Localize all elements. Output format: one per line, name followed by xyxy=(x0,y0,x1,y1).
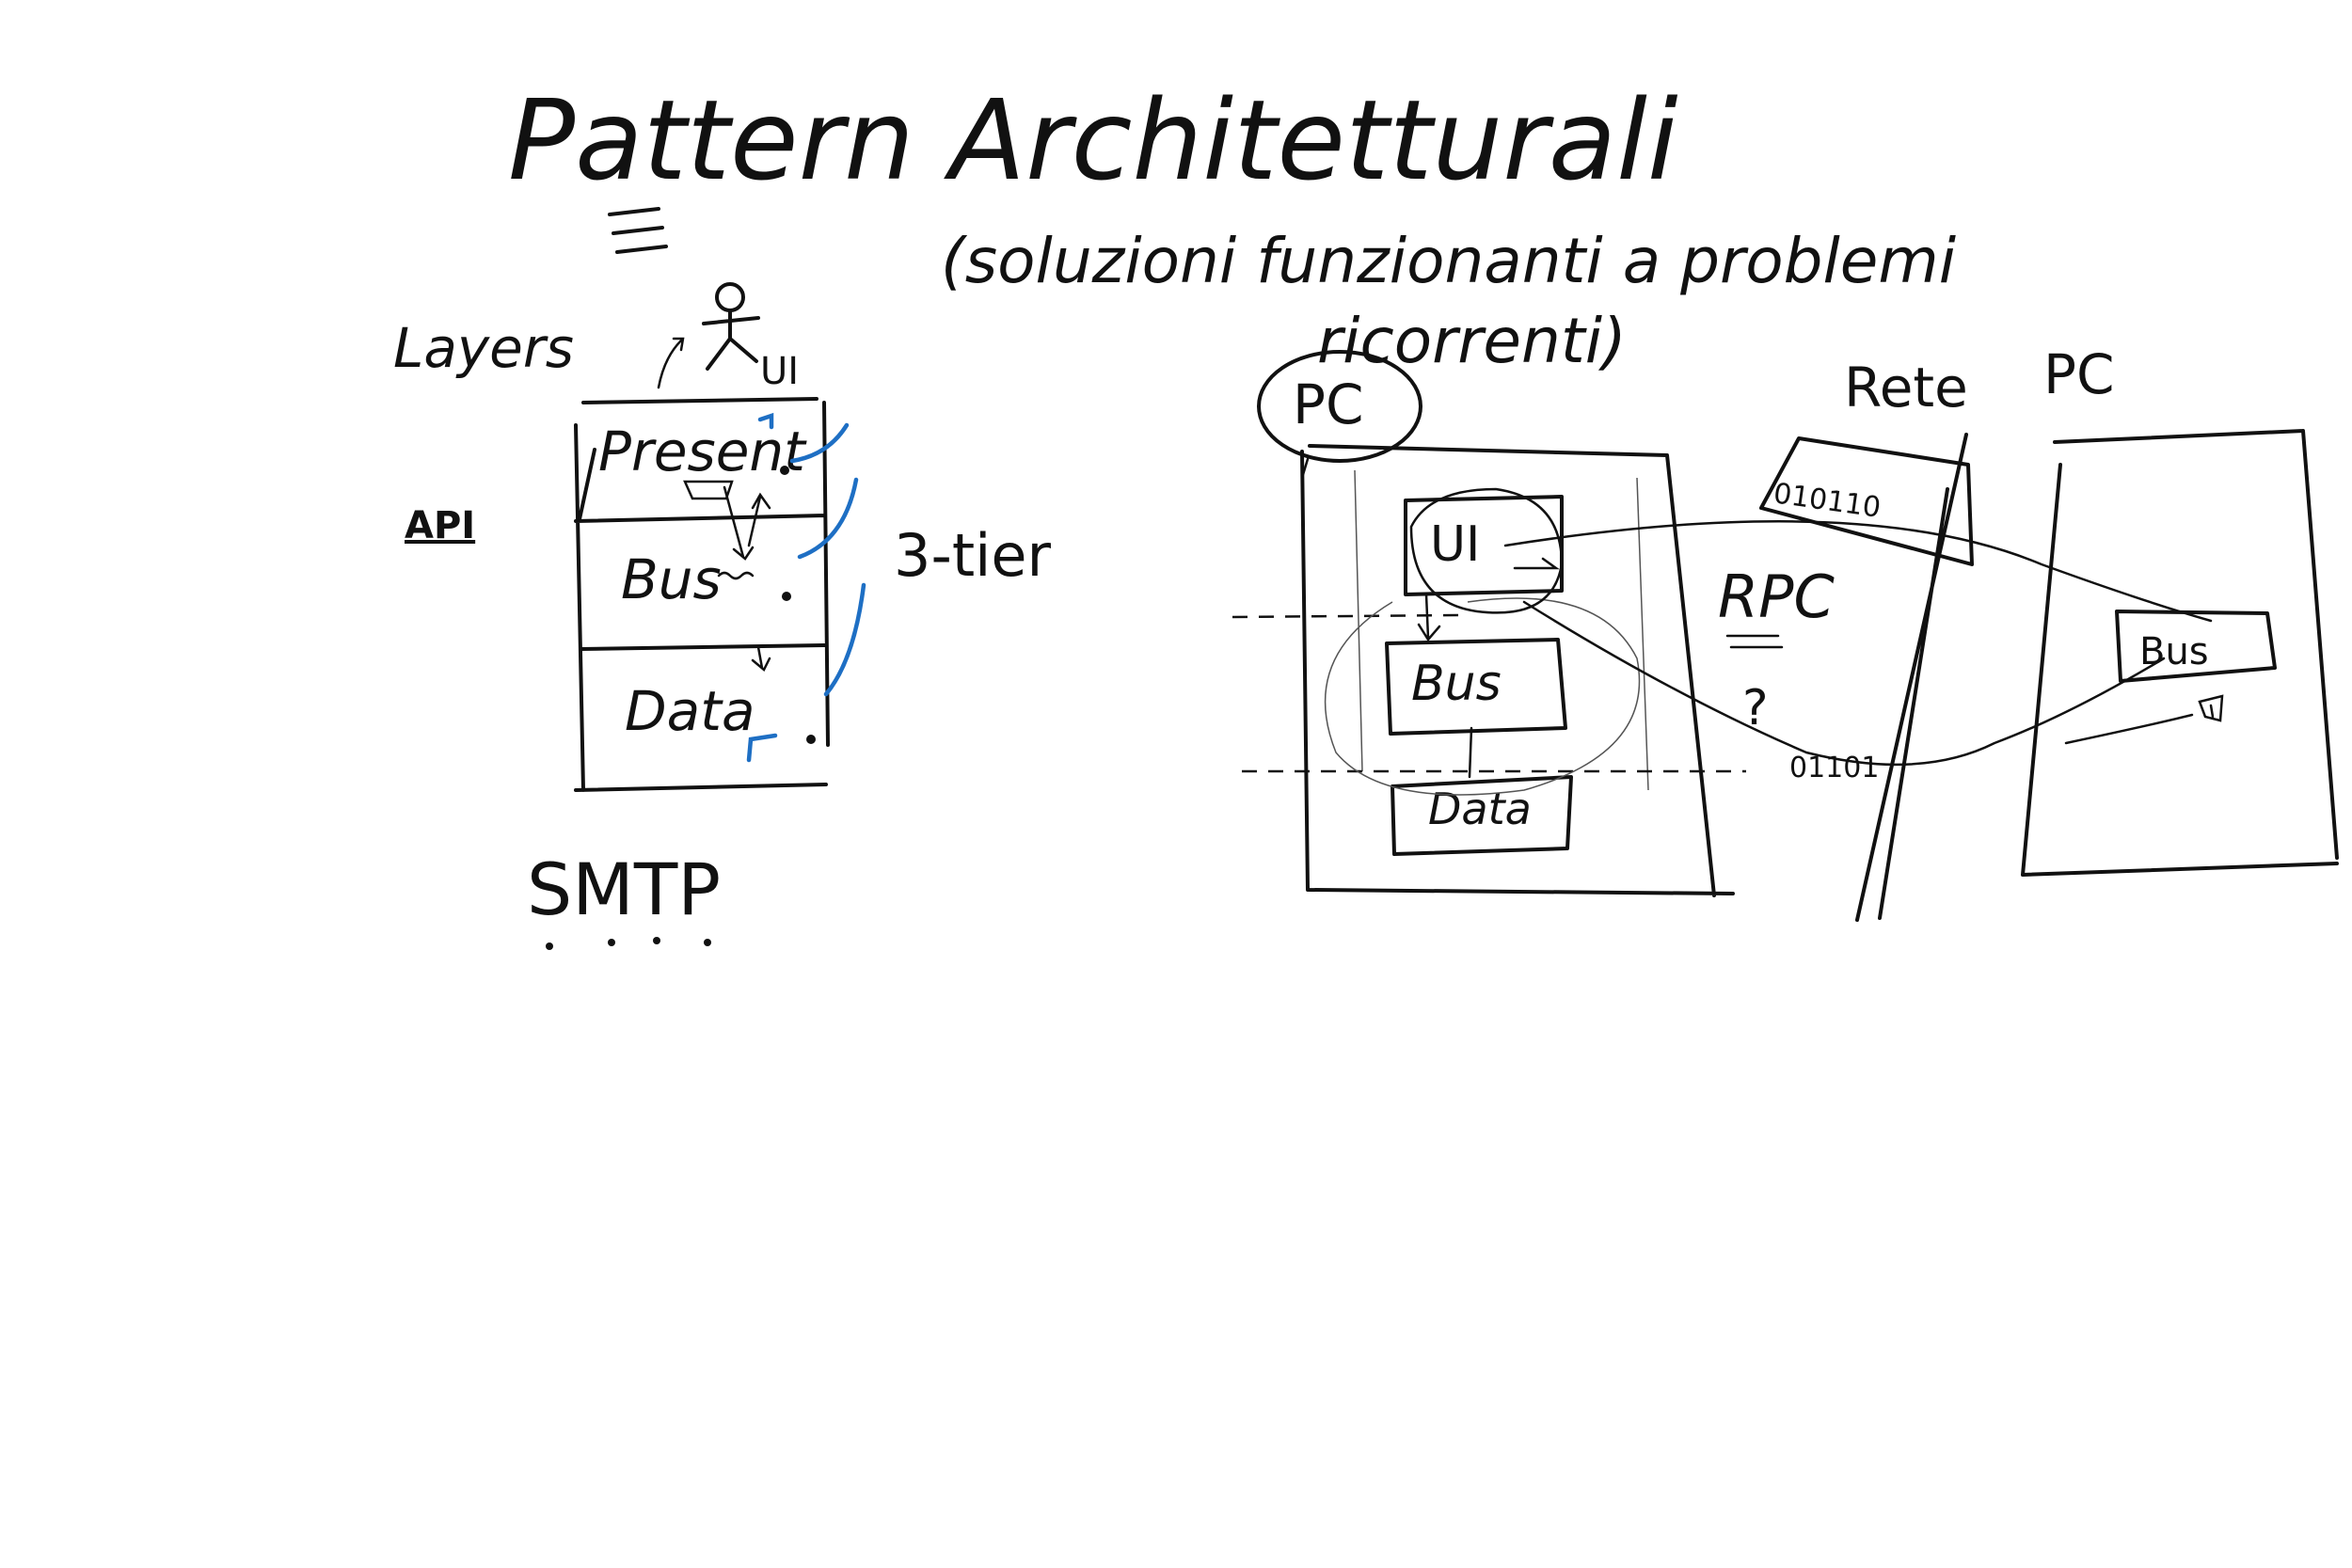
bits-box xyxy=(1759,436,1974,566)
layer-present: Present xyxy=(598,420,807,483)
smtp-label: SMTP xyxy=(527,847,721,931)
title-equals-mark xyxy=(608,207,668,254)
network-divider xyxy=(1855,433,1968,922)
rpc-question-mark: ? xyxy=(1742,680,1769,736)
user-actor-icon xyxy=(702,282,760,371)
smtp-dots xyxy=(546,937,711,950)
bits-bottom: 01101 xyxy=(1789,752,1879,784)
rpc-link-out xyxy=(1503,520,2213,623)
bus-wavy-mark xyxy=(717,571,755,580)
present-dot xyxy=(780,466,789,475)
rpc-label: RPC xyxy=(1718,562,1835,631)
ui-arrow-to-link xyxy=(1513,557,1560,570)
blue-annotation-bus xyxy=(797,477,859,560)
stack-outline xyxy=(574,397,830,792)
blue-annotation-present xyxy=(789,422,850,464)
rpc-link-right xyxy=(2064,713,2194,745)
rpc-underline xyxy=(1725,634,1784,649)
box-ui xyxy=(1404,495,1564,596)
api-label: API xyxy=(405,504,475,547)
bits-top: 010110 xyxy=(1772,477,1883,525)
layers-heading: Layers xyxy=(393,316,574,380)
data-dot xyxy=(806,735,816,744)
right-pc-box xyxy=(2021,429,2339,877)
actor-link-arrow xyxy=(657,337,685,389)
left-pc-box xyxy=(1300,444,1735,897)
bus-dot xyxy=(782,592,791,601)
rpc-link-return xyxy=(1522,600,2166,767)
page-title: Pattern Architetturali xyxy=(508,75,1678,205)
blue-bracket-top xyxy=(757,412,774,430)
grouping-loop-large xyxy=(1324,597,1641,796)
subtitle-line-2: ricorrenti) xyxy=(1317,305,1627,377)
tier-label: 3-tier xyxy=(894,521,1051,590)
blue-bracket-bottom xyxy=(746,733,778,763)
layers-diagram: Layers UI API Present Bus Data 3-tier xyxy=(393,282,1051,792)
box-bus-label: Bus xyxy=(1411,656,1502,712)
present-bus-arrows xyxy=(683,480,771,672)
left-pc-label: PC xyxy=(1293,372,1363,436)
dashed-separator-top xyxy=(1232,613,1461,619)
subtitle-line-1: (soluzioni funzionanti a problemi xyxy=(941,225,1957,297)
box-bus xyxy=(1385,638,1567,736)
ui-bus-arrow xyxy=(1417,593,1473,779)
rete-label: Rete xyxy=(1844,356,1968,420)
right-stub-icon xyxy=(2198,694,2224,722)
grouping-loop-ui xyxy=(1409,487,1564,614)
pc-circle xyxy=(1257,350,1422,463)
right-bus-box xyxy=(2115,610,2277,683)
right-pc-label: PC xyxy=(2043,342,2114,406)
actor-label: UI xyxy=(760,350,799,393)
box-data xyxy=(1391,775,1573,856)
left-pc-inner-box xyxy=(1354,469,1649,791)
layer-bus: Bus xyxy=(621,547,722,611)
layer-data: Data xyxy=(625,679,755,743)
network-diagram: PC UI Bus Data Rete 010110 01101 RPC ? xyxy=(1232,342,2339,922)
box-ui-label: UI xyxy=(1430,516,1480,573)
blue-annotation-data xyxy=(823,582,866,697)
